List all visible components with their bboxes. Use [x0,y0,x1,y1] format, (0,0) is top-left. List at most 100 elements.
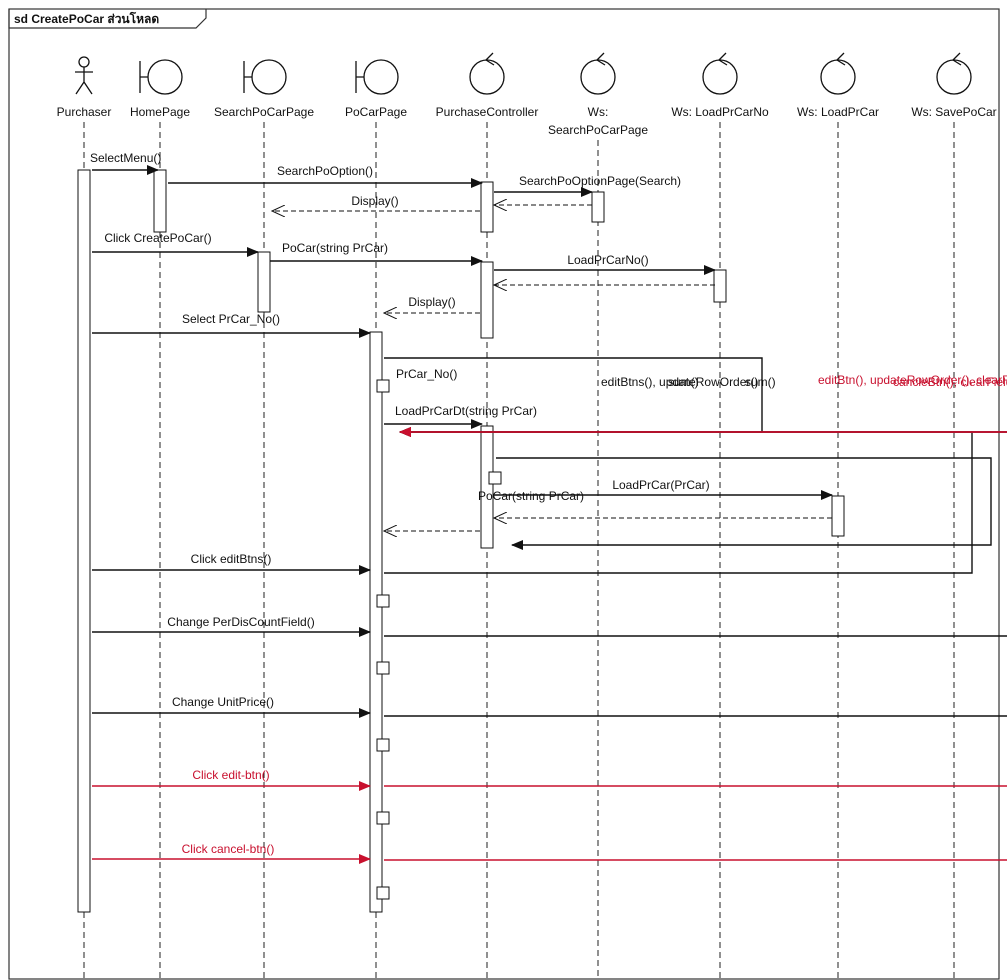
message-15: LoadPrCar(PrCar) [494,478,833,500]
message-label: Change PerDisCountField() [167,615,314,629]
message-label: Select PrCar_No() [182,312,280,326]
participant-label: Ws: LoadPrCarNo [671,105,769,119]
message-13: LoadPrCarDt(string PrCar) [384,404,537,429]
activation-bar [153,169,167,233]
message-label: Click editBtns() [191,552,272,566]
participant-label: Ws: SavePoCar [911,105,996,119]
boundary-icon [147,59,183,95]
nested-activation [376,661,390,675]
control-icon-arrow [596,52,606,66]
message-label: Click cancel-btn() [182,842,275,856]
self-message-arrow [384,427,1007,717]
message-25: editBtn(), updateRowOrder(), clearFeild(… [384,373,1007,787]
participant-ws-searchpocarpage: Ws:SearchPoCarPage [548,52,648,137]
message-label: sum() [668,375,699,389]
message-20: Change PerDisCountField() [92,615,371,637]
message-label: LoadPrCarNo() [567,253,648,267]
message-label: Click edit-btn() [192,768,269,782]
message-11: Select PrCar_No() [92,312,371,338]
message-6: Click CreatePoCar() [92,231,259,257]
message-24: Click edit-btn() [92,768,371,791]
participant-ws-loadprcar: Ws: LoadPrCar [797,52,879,119]
boundary-icon-bar [139,61,148,93]
frame-border [8,8,1000,980]
message-label: editBtn(), updateRowOrder(), clearFeild(… [818,373,1007,387]
message-label: PoCar(string PrCar) [282,241,388,255]
activation-bar [77,169,91,913]
message-3: SearchPoOptionPage(Search) [494,174,681,197]
participant-heads: Purchaser HomePage SearchPoCarPage PoCarPag… [57,52,997,137]
participant-label: Purchaser [57,105,112,119]
activation-bar [257,251,271,313]
message-label: PrCar_No() [396,367,457,381]
activation-bar [480,261,494,339]
message-label: editBtns(), updateRowOrder() [601,375,758,389]
message-label: sum() [745,375,776,389]
message-12: PrCar_No() [384,357,763,437]
message-label: PoCar(string PrCar) [478,489,584,503]
activation-bar [480,181,494,233]
message-label: Change UnitPrice() [172,695,274,709]
self-message-arrow [384,427,1007,637]
participant-label: HomePage [130,105,190,119]
message-8: LoadPrCarNo() [494,253,716,275]
control-icon [580,59,616,95]
messages: SelectMenu() SearchPoOption() SearchPoOpti… [90,151,1007,864]
self-message-arrow [384,427,973,574]
participant-ws-loadprcarno: Ws: LoadPrCarNo [671,52,769,119]
boundary-icon [363,59,399,95]
nested-activation [376,594,390,608]
actor-icon-body [75,67,93,95]
boundary-icon-bar [243,61,252,93]
message-26: Click cancel-btn() [92,842,371,864]
message-label: LoadPrCar(PrCar) [612,478,709,492]
participant-label: Ws: [588,105,609,119]
message-label: cancleBtn(), clearFields() [893,375,1007,389]
participant-purchasecontroller: PurchaseController [436,52,538,119]
message-7: PoCar(string PrCar) [270,241,483,266]
participant-pocarpage: PoCarPage [345,59,407,119]
actor-icon [78,56,90,68]
message-18: Click editBtns() [92,552,371,575]
message-label: Click CreatePoCar() [104,231,211,245]
participant-label: SearchPoCarPage [214,105,314,119]
frame-title: sd CreatePoCar ส่วนโหลด [14,11,159,26]
self-message-arrow [496,457,992,550]
participant-ws-savepocar: Ws: SavePoCar [911,52,997,119]
control-icon-arrow [718,52,728,66]
control-icon [702,59,738,95]
message-5: Display() [272,194,480,211]
control-icon [469,59,505,95]
participant-label: PoCarPage [345,105,407,119]
activation-bar [591,191,605,223]
message-label: LoadPrCarDt(string PrCar) [395,404,537,418]
participant-label: Ws: LoadPrCar [797,105,879,119]
control-icon [936,59,972,95]
message-label: Display() [351,194,398,208]
activation-bar [713,269,727,303]
message-14: PoCar(string PrCar) [478,457,992,550]
message-27: cancleBtn(), clearFields() [384,375,1007,861]
activation-bars [77,169,845,913]
participant-searchpocarpage: SearchPoCarPage [214,59,314,119]
message-10: Display() [384,295,480,313]
activation-bar [369,331,383,913]
nested-activation [376,886,390,900]
nested-activation [488,471,502,485]
activation-bar [831,495,845,537]
boundary-icon-bar [355,61,364,93]
message-2: SearchPoOption() [168,164,483,188]
control-icon-arrow [836,52,846,66]
nested-activation [376,379,390,393]
control-icon [820,59,856,95]
message-22: Change UnitPrice() [92,695,371,718]
participant-homepage: HomePage [130,59,190,119]
boundary-icon [251,59,287,95]
nested-activation [376,811,390,825]
nested-activation [376,738,390,752]
participant-purchaser: Purchaser [57,56,112,119]
message-label: Display() [408,295,455,309]
message-label: SelectMenu() [90,151,161,165]
message-label: SearchPoOption() [277,164,373,178]
